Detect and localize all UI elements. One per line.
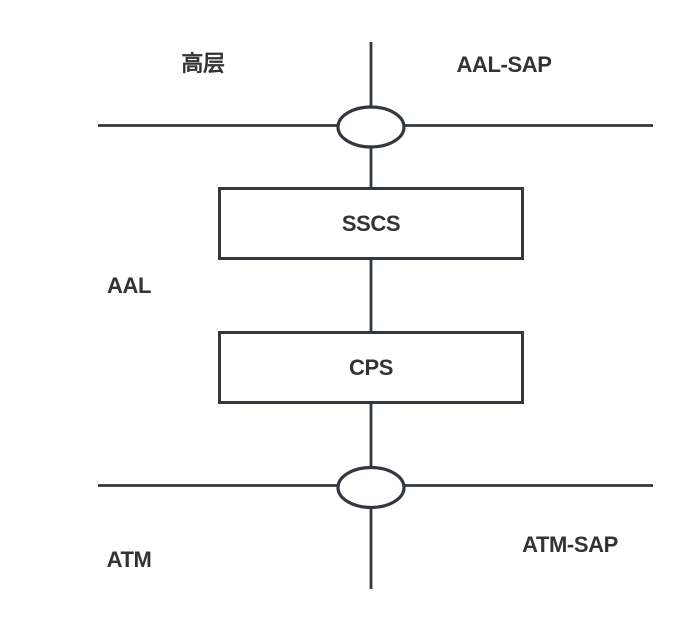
atm-layer-label: ATM (106, 547, 152, 572)
cps-label: CPS (348, 354, 394, 380)
atm-sap-label: ATM-SAP (522, 532, 618, 557)
cps-box: CPS (218, 331, 524, 404)
sscs-box: SSCS (218, 187, 524, 260)
atm-sap-ellipse (336, 465, 406, 510)
sscs-label: SSCS (341, 210, 401, 236)
aal-sap-ellipse (336, 105, 406, 149)
aal-sap-label: AAL-SAP (456, 52, 552, 77)
aal-layer-label: AAL (106, 273, 152, 298)
upper-layer-label: 高层 (181, 51, 225, 76)
